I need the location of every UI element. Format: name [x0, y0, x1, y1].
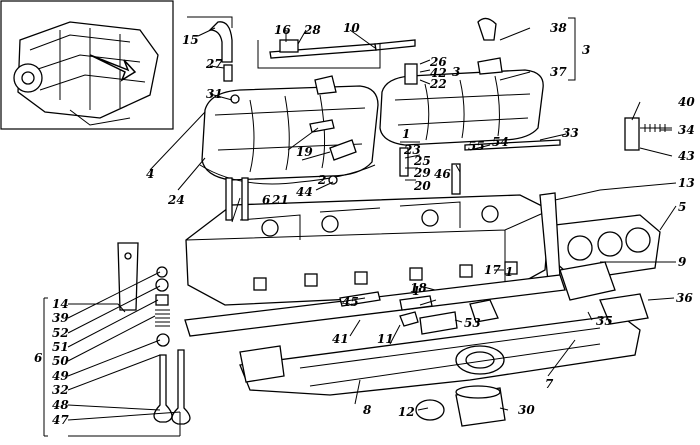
- label-4: 4: [146, 167, 154, 181]
- lifting-bracket-left: [117, 242, 139, 311]
- label-53: 53: [464, 316, 481, 330]
- label-3b: 3: [452, 65, 460, 79]
- label-12: 12: [398, 405, 415, 419]
- label-14: 14: [52, 297, 69, 311]
- label-35: 35: [596, 314, 613, 328]
- part-labels: 1 1 1 2 3 3 4 5 6 6 7 8 9 10 11 12 13 14…: [34, 21, 695, 427]
- valve-cover-right: [379, 57, 544, 146]
- label-7: 7: [545, 377, 554, 391]
- intake-manifold: [184, 261, 616, 337]
- label-28: 28: [303, 23, 321, 37]
- label-5: 5: [678, 200, 686, 214]
- label-22: 22: [429, 77, 447, 91]
- label-15: 15: [182, 33, 199, 47]
- label-52: 52: [52, 326, 69, 340]
- label-39: 39: [52, 311, 69, 325]
- label-34: 34: [678, 123, 695, 137]
- label-11: 11: [377, 332, 394, 346]
- label-45: 45: [342, 295, 359, 309]
- label-26: 26: [429, 55, 447, 69]
- label-47: 47: [52, 413, 69, 427]
- label-1: 1: [402, 127, 410, 141]
- cylinder-head: [185, 194, 551, 306]
- leader-lines: [43, 16, 677, 437]
- head-gasket: [554, 214, 661, 281]
- label-6b: 6: [34, 351, 43, 365]
- label-50: 50: [52, 354, 69, 368]
- label-54: 54: [492, 135, 509, 149]
- label-10: 10: [343, 21, 360, 35]
- small-parts: [153, 17, 672, 427]
- label-49: 49: [52, 369, 69, 383]
- label-25: 25: [413, 154, 431, 168]
- label-41: 41: [332, 332, 349, 346]
- label-9: 9: [678, 255, 687, 269]
- label-24: 24: [167, 193, 185, 207]
- label-51: 51: [52, 340, 69, 354]
- label-16: 16: [274, 23, 291, 37]
- label-38: 38: [550, 21, 567, 35]
- label-36: 36: [676, 291, 693, 305]
- label-1c: 1: [505, 265, 513, 279]
- label-33: 33: [562, 126, 579, 140]
- label-32: 32: [52, 383, 69, 397]
- label-21: 21: [271, 193, 289, 207]
- label-42: 42: [430, 66, 447, 80]
- label-48: 48: [52, 398, 69, 412]
- exhaust-manifold: [239, 293, 649, 396]
- label-40: 40: [678, 95, 695, 109]
- label-8: 8: [363, 403, 372, 417]
- label-55: 55: [468, 139, 485, 153]
- label-29: 29: [413, 166, 431, 180]
- label-46: 46: [434, 167, 451, 181]
- label-44: 44: [296, 185, 313, 199]
- label-37: 37: [550, 65, 567, 79]
- label-17: 17: [484, 263, 501, 277]
- label-13: 13: [678, 176, 695, 190]
- label-27: 27: [205, 57, 223, 71]
- label-18: 18: [410, 281, 427, 295]
- label-19: 19: [296, 145, 313, 159]
- valve-cover-left: [199, 75, 379, 185]
- label-1b: 1: [412, 284, 420, 298]
- label-6a: 6: [262, 193, 271, 207]
- label-30: 30: [518, 403, 535, 417]
- label-31: 31: [206, 87, 223, 101]
- label-43: 43: [678, 149, 695, 163]
- label-20: 20: [413, 179, 431, 193]
- engine-inset: [0, 0, 174, 130]
- label-23: 23: [403, 143, 421, 157]
- label-2: 2: [317, 173, 326, 187]
- label-3a: 3: [582, 43, 590, 57]
